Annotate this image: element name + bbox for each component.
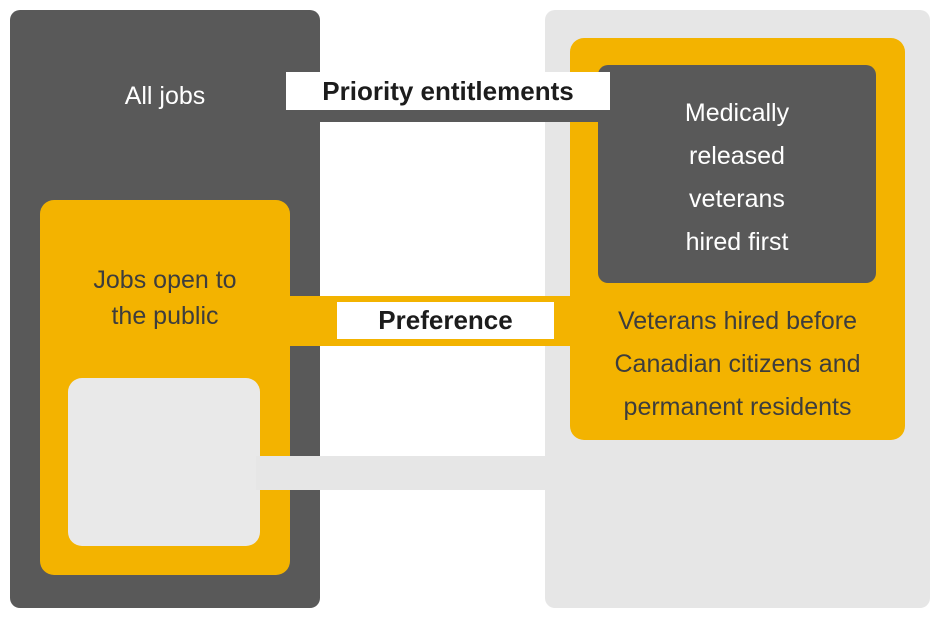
gray-connector-band — [256, 456, 546, 490]
medically-released-label: Medically released veterans hired first — [684, 99, 790, 256]
preference-label: Preference — [337, 302, 554, 339]
jobs-open-public-label: Jobs open to the public — [93, 266, 237, 330]
medically-released-box — [598, 65, 876, 283]
inner-light-box — [68, 378, 260, 546]
priority-entitlements-label: Priority entitlements — [286, 72, 610, 110]
all-jobs-title: All jobs — [124, 82, 206, 110]
veterans-hired-label: Veterans hired before Canadian citizens … — [614, 307, 861, 421]
